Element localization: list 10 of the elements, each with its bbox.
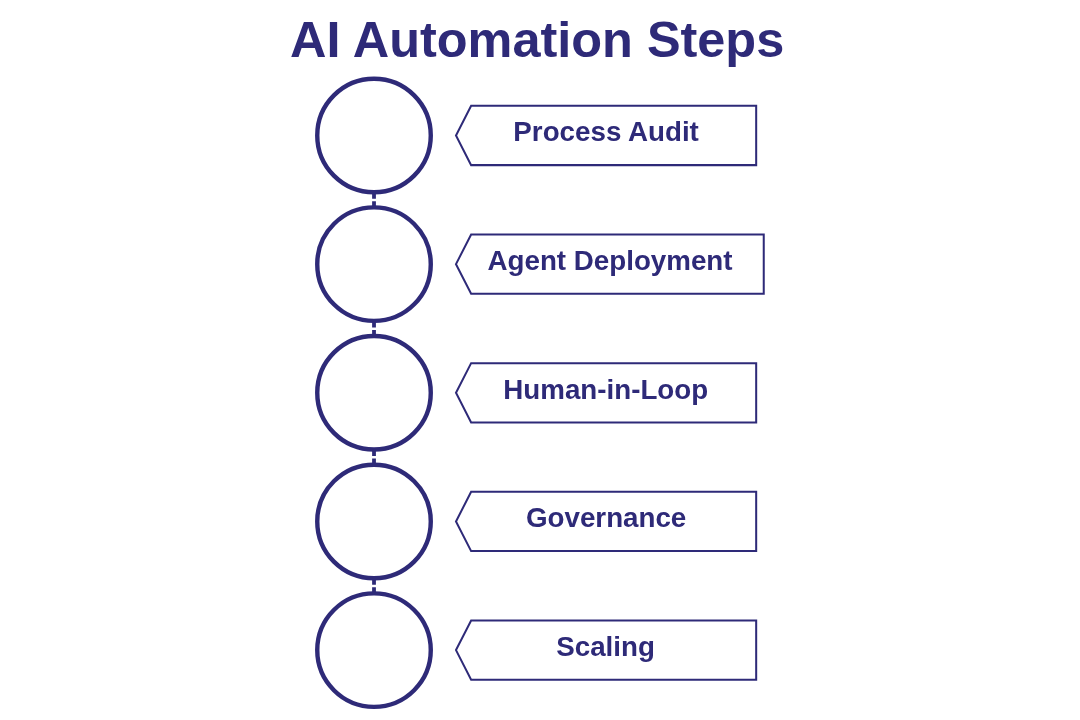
connector xyxy=(371,578,376,594)
connector xyxy=(371,449,376,465)
node-circle xyxy=(314,76,433,195)
connector xyxy=(371,321,376,336)
connector xyxy=(371,192,376,208)
node-circle xyxy=(314,333,433,452)
node-circle xyxy=(314,591,433,710)
node-circle xyxy=(314,462,433,581)
diagram-title: AI Automation Steps xyxy=(289,11,784,69)
node-circle xyxy=(314,205,433,324)
